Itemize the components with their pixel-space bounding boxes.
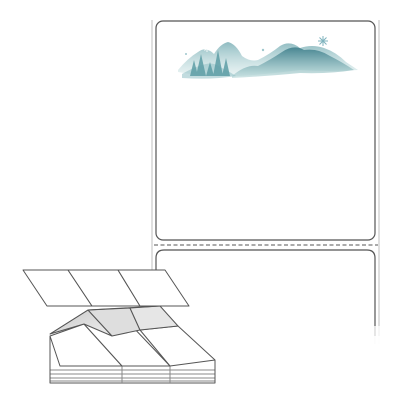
next-label (155, 249, 376, 344)
stack-layers (49, 336, 216, 384)
main-label (155, 20, 376, 241)
tree-icon (190, 50, 230, 76)
open-labels (22, 269, 190, 307)
fold-strip (49, 305, 179, 337)
snowflake-icon (318, 36, 328, 46)
mountain-artwork (178, 36, 358, 79)
label-sheet (150, 20, 382, 350)
fanfold-stack (22, 269, 216, 384)
